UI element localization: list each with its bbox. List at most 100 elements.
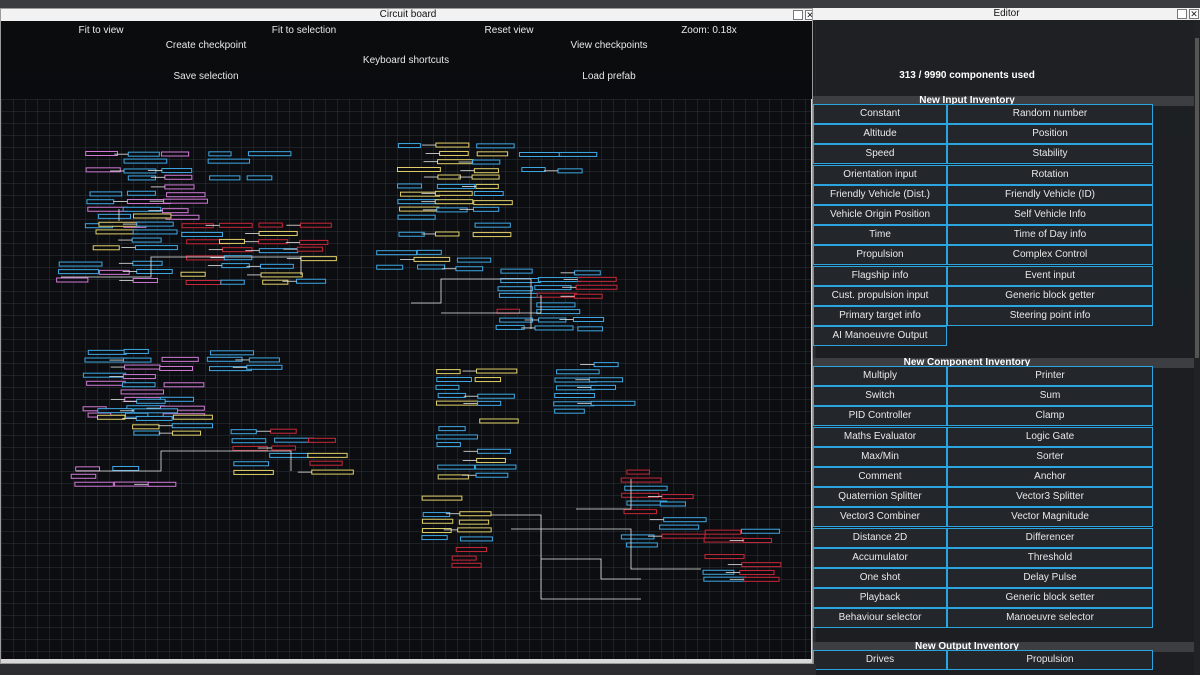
circuit-node[interactable] bbox=[206, 356, 243, 362]
inventory-item-speed[interactable]: Speed bbox=[813, 144, 947, 165]
circuit-node[interactable] bbox=[246, 364, 283, 370]
inventory-item-printer[interactable]: Printer bbox=[947, 366, 1153, 386]
inventory-item-time-of-day-info[interactable]: Time of Day info bbox=[947, 225, 1153, 246]
circuit-node[interactable] bbox=[554, 392, 595, 398]
inventory-item-clamp[interactable]: Clamp bbox=[947, 406, 1153, 427]
inventory-item-vector-magnitude[interactable]: Vector Magnitude bbox=[947, 507, 1153, 528]
circuit-node[interactable] bbox=[270, 428, 297, 434]
inventory-item-vehicle-origin-position[interactable]: Vehicle Origin Position bbox=[813, 205, 947, 225]
circuit-node[interactable] bbox=[422, 528, 452, 534]
circuit-node[interactable] bbox=[87, 349, 127, 355]
inventory-item-drives[interactable]: Drives bbox=[813, 650, 947, 670]
circuit-node[interactable] bbox=[89, 191, 123, 197]
inventory-item-propulsion[interactable]: Propulsion bbox=[813, 245, 947, 266]
circuit-node[interactable] bbox=[497, 286, 534, 292]
circuit-node[interactable] bbox=[222, 247, 253, 253]
circuit-node[interactable] bbox=[299, 222, 332, 228]
circuit-node[interactable] bbox=[132, 213, 172, 219]
inventory-item-self-vehicle-info[interactable]: Self Vehicle Info bbox=[947, 205, 1153, 225]
inventory-item-sorter[interactable]: Sorter bbox=[947, 446, 1153, 467]
circuit-node[interactable] bbox=[208, 151, 232, 157]
circuit-node[interactable] bbox=[127, 151, 160, 157]
editor-titlebar[interactable]: Editor ✕ bbox=[813, 8, 1200, 20]
circuit-node[interactable] bbox=[435, 142, 470, 148]
circuit-node[interactable] bbox=[739, 570, 775, 576]
circuit-node[interactable] bbox=[123, 348, 149, 354]
inventory-item-differencer[interactable]: Differencer bbox=[947, 527, 1153, 548]
circuit-node[interactable] bbox=[172, 414, 213, 420]
circuit-node[interactable] bbox=[295, 278, 327, 284]
circuit-node[interactable] bbox=[436, 377, 472, 383]
circuit-node[interactable] bbox=[473, 168, 499, 174]
inventory-item-orientation-input[interactable]: Orientation input bbox=[813, 164, 947, 185]
circuit-node[interactable] bbox=[159, 365, 194, 371]
circuit-node[interactable] bbox=[299, 239, 329, 245]
circuit-node[interactable] bbox=[85, 150, 118, 156]
circuit-node[interactable] bbox=[132, 229, 178, 235]
circuit-graph[interactable] bbox=[1, 99, 813, 659]
horizontal-scrollbar[interactable] bbox=[1, 659, 813, 663]
circuit-node[interactable] bbox=[623, 509, 657, 515]
circuit-node[interactable] bbox=[207, 158, 251, 164]
circuit-node[interactable] bbox=[620, 477, 662, 483]
circuit-node[interactable] bbox=[661, 533, 706, 539]
circuit-node[interactable] bbox=[220, 279, 245, 285]
circuit-node[interactable] bbox=[180, 271, 206, 277]
circuit-node[interactable] bbox=[376, 264, 404, 270]
circuit-node[interactable] bbox=[307, 437, 336, 443]
circuit-node[interactable] bbox=[459, 511, 492, 517]
circuit-node[interactable] bbox=[558, 151, 598, 157]
circuit-node[interactable] bbox=[451, 555, 477, 561]
circuit-node[interactable] bbox=[98, 269, 130, 275]
circuit-node[interactable] bbox=[460, 536, 493, 542]
inventory-item-max-min[interactable]: Max/Min bbox=[813, 446, 947, 467]
circuit-node[interactable] bbox=[458, 519, 490, 525]
circuit-node[interactable] bbox=[620, 534, 655, 540]
inventory-item-cust-propulsion-input[interactable]: Cust. propulsion input bbox=[813, 285, 947, 306]
circuit-node[interactable] bbox=[572, 316, 605, 322]
circuit-node[interactable] bbox=[231, 438, 267, 444]
circuit-node[interactable] bbox=[421, 518, 454, 524]
circuit-node[interactable] bbox=[123, 168, 157, 174]
inventory-item-logic-gate[interactable]: Logic Gate bbox=[947, 426, 1153, 447]
editor-scroll-thumb[interactable] bbox=[1195, 38, 1199, 358]
circuit-node[interactable] bbox=[376, 250, 417, 256]
circuit-node[interactable] bbox=[437, 464, 475, 470]
circuit-node[interactable] bbox=[472, 206, 500, 212]
inventory-item-sum[interactable]: Sum bbox=[947, 386, 1153, 407]
inventory-item-accumulator[interactable]: Accumulator bbox=[813, 547, 947, 568]
inventory-item-generic-block-getter[interactable]: Generic block getter bbox=[947, 285, 1153, 306]
inventory-item-ai-manoeuvre-output[interactable]: AI Manoeuvre Output bbox=[813, 326, 947, 347]
circuit-node[interactable] bbox=[471, 174, 500, 180]
circuit-node[interactable] bbox=[437, 474, 469, 480]
load-prefab-button[interactable]: Load prefab bbox=[582, 71, 636, 82]
inventory-item-generic-block-setter[interactable]: Generic block setter bbox=[947, 588, 1153, 609]
circuit-node[interactable] bbox=[56, 277, 89, 283]
circuit-node[interactable] bbox=[624, 485, 668, 491]
inventory-item-friendly-vehicle-id[interactable]: Friendly Vehicle (ID) bbox=[947, 184, 1153, 205]
circuit-node[interactable] bbox=[219, 238, 245, 244]
circuit-node[interactable] bbox=[127, 175, 156, 181]
circuit-node[interactable] bbox=[704, 529, 741, 535]
inventory-item-delay-pulse[interactable]: Delay Pulse bbox=[947, 568, 1153, 588]
circuit-node[interactable] bbox=[439, 150, 469, 156]
circuit-node[interactable] bbox=[112, 465, 140, 471]
circuit-node[interactable] bbox=[554, 408, 585, 414]
circuit-node[interactable] bbox=[248, 357, 280, 363]
fit-to-view-button[interactable]: Fit to view bbox=[78, 25, 124, 36]
circuit-node[interactable] bbox=[659, 524, 700, 530]
circuit-node[interactable] bbox=[87, 206, 128, 212]
circuit-node[interactable] bbox=[477, 393, 515, 399]
circuit-node[interactable] bbox=[455, 266, 484, 272]
circuit-node[interactable] bbox=[260, 272, 303, 278]
create-checkpoint-button[interactable]: Create checkpoint bbox=[165, 40, 247, 51]
circuit-node[interactable] bbox=[161, 356, 199, 362]
circuit-node[interactable] bbox=[185, 280, 222, 286]
circuit-node[interactable] bbox=[590, 384, 617, 390]
inventory-item-stability[interactable]: Stability bbox=[947, 144, 1153, 165]
circuit-node[interactable] bbox=[500, 268, 533, 274]
inventory-item-playback[interactable]: Playback bbox=[813, 588, 947, 609]
circuit-node[interactable] bbox=[86, 199, 115, 205]
circuit-node[interactable] bbox=[422, 512, 451, 518]
circuit-node[interactable] bbox=[577, 326, 603, 332]
